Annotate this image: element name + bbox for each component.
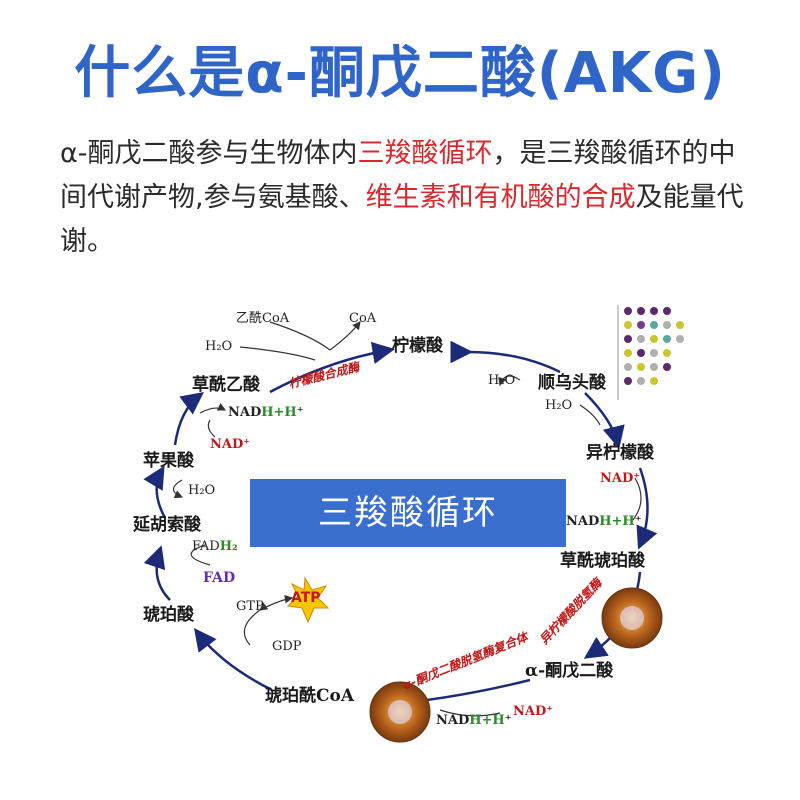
intro-highlight-synthesis: 维生素和有机酸的合成 <box>365 182 636 213</box>
h2o-cis-out-arrow <box>498 375 521 387</box>
node-oxaloacetate: 草酰乙酸 <box>192 374 261 395</box>
h2o-fumarate-arrow <box>172 479 184 499</box>
gtp-gdp-arrow <box>243 602 269 646</box>
node-succinate: 琥珀酸 <box>143 604 195 625</box>
arrow-succinyl-coa-to-succinate <box>193 628 273 692</box>
fad-arrow <box>190 544 211 566</box>
node-malate: 苹果酸 <box>143 450 195 471</box>
label-h2o-cis: H₂O <box>488 373 515 388</box>
node-fumarate: 延胡索酸 <box>132 514 202 535</box>
acetyl-coa-in-arrow <box>269 321 331 351</box>
decorative-dot-grid <box>617 305 684 400</box>
gtp-atp-arrow <box>259 595 294 611</box>
label-nad-isocitrate: NAD⁺ <box>600 471 640 486</box>
node-oxalosuccinate: 草酰琥珀酸 <box>560 550 646 571</box>
arrow-fumarate-to-malate <box>143 465 167 519</box>
page-title: 什么是α-酮戊二酸(AKG) <box>74 41 726 106</box>
nad-akg-arrow <box>439 709 501 717</box>
label-h2o-citrate: H₂O <box>205 339 232 354</box>
enzyme-isocitrate-dh: 异柠檬酸脱氢酶 <box>537 575 606 647</box>
intro-paragraph: α-酮戊二酸参与生物体内三羧酸循环，是三羧酸循环的中间代谢产物,参与氨基酸、维生… <box>60 132 760 264</box>
label-acetyl-coa: 乙酰CoA <box>236 311 290 326</box>
node-citrate: 柠檬酸 <box>392 335 444 356</box>
side-arrows <box>172 321 642 717</box>
label-nad-malate: NAD⁺ <box>210 437 250 452</box>
label-h2o-isocitrate: H₂O <box>545 398 572 413</box>
nad-malate-arrow <box>207 419 216 438</box>
label-nadh-malate: NADH+H⁺ <box>228 405 304 420</box>
atp-star-icon: ATP <box>286 576 330 624</box>
node-cis-aconitate: 顺乌头酸 <box>538 372 607 393</box>
enzyme-complex-icon <box>601 587 663 649</box>
arrow-cis-aconitate-to-isocitrate <box>584 392 625 449</box>
label-h2o-fumarate: H₂O <box>188 483 215 498</box>
label-nad-akg: NAD⁺ <box>513 704 553 719</box>
label-nadh-isocitrate: NADH+H⁺ <box>566 514 642 529</box>
label-fad: FAD <box>203 570 235 586</box>
arrow-succinate-to-fumarate <box>143 545 171 601</box>
intro-highlight-tca: 三羧酸循环 <box>357 138 493 169</box>
label-nadh-akg: NADH+H⁺ <box>436 713 512 728</box>
nadh-malate-arrow <box>199 403 227 414</box>
h2o-isocitrate-arrow <box>579 404 601 426</box>
intro-text-3: 及能量代谢。 <box>60 182 744 257</box>
arrow-oxaloacetate-to-citrate <box>269 341 395 394</box>
nad-isocitrate-arrow <box>632 477 642 521</box>
enzyme-complex-icon <box>369 681 431 743</box>
coa-out-arrow <box>329 321 361 351</box>
node-isocitrate: 异柠檬酸 <box>586 442 655 463</box>
label-fadh2: FADH₂ <box>192 539 238 554</box>
h2o-citrate-arrow <box>239 346 316 361</box>
atp-label: ATP <box>291 590 321 606</box>
arrow-isocitrate-to-oxalosuccinate <box>636 467 658 550</box>
label-gtp: GTP <box>236 599 264 614</box>
tca-cycle-center-label: 三羧酸循环 <box>250 479 566 547</box>
intro-text-1: α-酮戊二酸参与生物体内 <box>60 138 358 169</box>
enzyme-citrate-synthase: 柠檬酸合成酶 <box>287 359 362 390</box>
intro-text-2: ，是三羧酸循环的中间代谢产物,参与氨基酸、 <box>60 138 736 213</box>
node-akg: α-酮戊二酸 <box>525 660 614 681</box>
node-succinyl-coa: 琥珀酰CoA <box>265 685 355 706</box>
label-gdp: GDP <box>272 639 302 654</box>
arrow-malate-to-oxaloacetate <box>173 391 204 446</box>
arrow-citrate-cis-aconitate <box>450 340 561 374</box>
label-coa: CoA <box>349 311 377 326</box>
